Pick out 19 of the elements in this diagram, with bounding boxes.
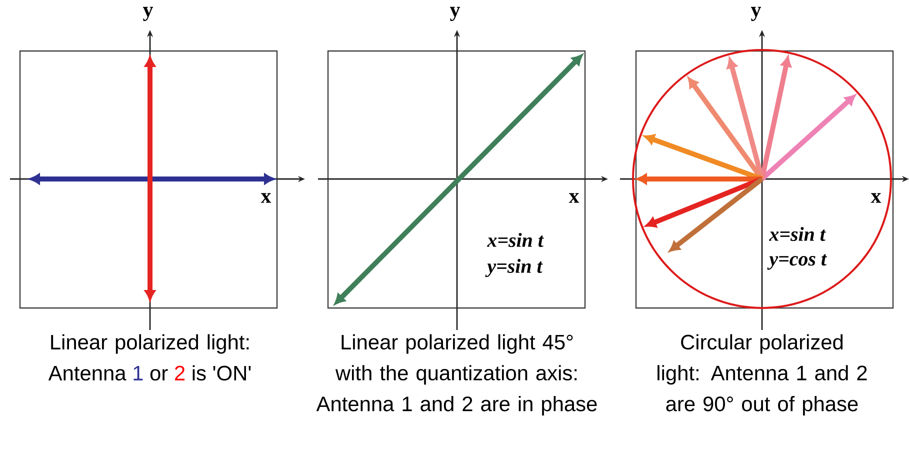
caption-text: Antenna 1 or 2 is 'ON' <box>48 365 251 381</box>
axis-label: x <box>260 193 272 203</box>
equation: y=sin t <box>485 258 543 278</box>
axis-label: y <box>750 6 762 22</box>
label: 1 <box>134 366 143 380</box>
axis-label: x <box>870 193 882 203</box>
equation: x=sin t <box>486 232 544 247</box>
label: Antenna <box>48 366 126 381</box>
equation: x=sin t <box>768 226 826 241</box>
equation: y=cos t <box>767 254 827 270</box>
label: 2 <box>174 366 185 380</box>
caption-text: Circular polarized light: Antenna 1 and 2 are 90° out of phase <box>658 334 867 416</box>
axis-label: y <box>142 6 154 22</box>
label: or <box>150 369 168 381</box>
caption-text: Linear polarized light: <box>51 334 249 354</box>
label: is 'ON' <box>192 365 251 381</box>
axis-label: x <box>568 193 580 203</box>
caption-text: Linear polarized light 45° with the quantization axis: Antenna 1 and 2 are in phase <box>316 334 597 416</box>
axis-label: y <box>450 6 460 22</box>
